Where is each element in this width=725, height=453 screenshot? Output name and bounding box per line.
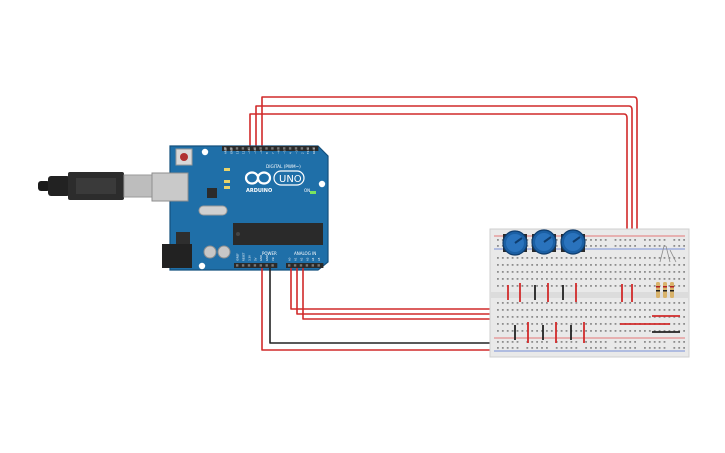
pin-label: ~6 xyxy=(277,150,281,154)
wire-d11[interactable] xyxy=(261,96,638,258)
board-brand: ARDUINO xyxy=(246,188,272,194)
board-model: UNO xyxy=(279,174,302,185)
pin-label: 4 xyxy=(289,152,293,154)
header-pin[interactable] xyxy=(265,264,268,267)
pin-label: AREF xyxy=(224,147,228,154)
usb-cable[interactable] xyxy=(38,172,171,200)
header-pin[interactable] xyxy=(312,147,315,150)
pin-label: TX 1 xyxy=(306,148,310,154)
header-pin[interactable] xyxy=(235,147,239,150)
arduino-uno-board[interactable]: ARDUINO UNO ON DIGITAL (PWM~) POWER ANAL… xyxy=(151,145,329,271)
header-pin[interactable] xyxy=(271,264,274,267)
status-leds xyxy=(224,168,316,194)
pin-label: IOREF xyxy=(236,253,240,261)
potentiometers xyxy=(502,229,586,256)
potentiometer-2[interactable] xyxy=(531,229,557,255)
wire-a0[interactable] xyxy=(290,268,521,310)
potentiometer-1[interactable] xyxy=(502,230,528,256)
pin-label: GND xyxy=(259,255,263,261)
on-label: ON xyxy=(304,188,310,193)
resistors xyxy=(656,282,674,298)
pin-label: A0 xyxy=(288,257,292,261)
potentiometer-3[interactable] xyxy=(560,229,586,255)
wire-5v[interactable] xyxy=(261,268,500,351)
pin-label: Vin xyxy=(271,257,275,261)
breadboard-holes xyxy=(497,239,685,349)
pin-label: 7 xyxy=(271,152,275,154)
arduino-logo-icon xyxy=(244,171,272,185)
power-label: POWER xyxy=(262,251,277,256)
wire-d9[interactable] xyxy=(255,105,633,258)
header-pin[interactable] xyxy=(247,147,250,150)
pin-label: ~9 xyxy=(259,150,263,154)
pin-label: RX 0 xyxy=(312,148,316,154)
breadboard-jumpers xyxy=(507,283,680,343)
pin-label: A1 xyxy=(294,257,298,261)
header-pin[interactable] xyxy=(247,264,251,267)
header-pin[interactable] xyxy=(224,147,227,150)
pin-label: RESET xyxy=(242,252,246,261)
pin-label: 5V xyxy=(253,257,257,261)
header-pin[interactable] xyxy=(283,147,286,150)
digital-label: DIGITAL (PWM~) xyxy=(266,164,301,169)
pin-label: ~3 xyxy=(294,150,298,154)
header-pin[interactable] xyxy=(293,264,297,267)
digital-wires xyxy=(249,96,638,258)
pin-label: A5 xyxy=(317,257,321,261)
wire-d10[interactable] xyxy=(249,113,628,258)
pin-label: A4 xyxy=(311,257,315,261)
header-pin[interactable] xyxy=(299,264,303,267)
header-pin[interactable] xyxy=(277,147,280,150)
pin-label: 8 xyxy=(265,152,269,154)
pin-label: 13 xyxy=(235,150,239,154)
header-pin[interactable] xyxy=(306,147,309,150)
header-pin[interactable] xyxy=(294,147,298,150)
pin-label: A3 xyxy=(305,257,309,261)
pin-label: ~5 xyxy=(283,150,287,154)
header-pin[interactable] xyxy=(236,264,239,267)
header-pin[interactable] xyxy=(241,147,245,150)
pin-label: 2 xyxy=(300,152,304,154)
pin-label: GND xyxy=(230,148,234,154)
header-pin[interactable] xyxy=(253,147,256,150)
header-pin[interactable] xyxy=(253,264,257,267)
pin-label: ~11 xyxy=(247,148,251,154)
analog-label: ANALOG IN xyxy=(294,251,316,256)
wire-gnd[interactable] xyxy=(269,268,500,344)
reset-button[interactable] xyxy=(175,148,193,166)
header-pin[interactable] xyxy=(259,147,262,150)
pin-label: A2 xyxy=(299,257,303,261)
header-pin[interactable] xyxy=(241,264,245,267)
header-pin[interactable] xyxy=(271,147,274,150)
pin-label: GND xyxy=(265,255,269,261)
header-pin[interactable] xyxy=(288,147,292,150)
header-pin[interactable] xyxy=(300,147,304,150)
header-pin[interactable] xyxy=(229,147,233,150)
header-pin[interactable] xyxy=(265,147,268,150)
header-pin[interactable] xyxy=(305,264,309,267)
header-pin[interactable] xyxy=(288,264,291,267)
pin-label: ~10 xyxy=(253,148,257,154)
pin-label: 3.3V xyxy=(247,255,251,261)
pin-label: 12 xyxy=(241,150,245,154)
header-pin[interactable] xyxy=(259,264,262,267)
led-leads xyxy=(659,245,677,263)
header-pin[interactable] xyxy=(317,264,320,267)
header-pin[interactable] xyxy=(311,264,314,267)
atmega-chip xyxy=(233,223,323,245)
